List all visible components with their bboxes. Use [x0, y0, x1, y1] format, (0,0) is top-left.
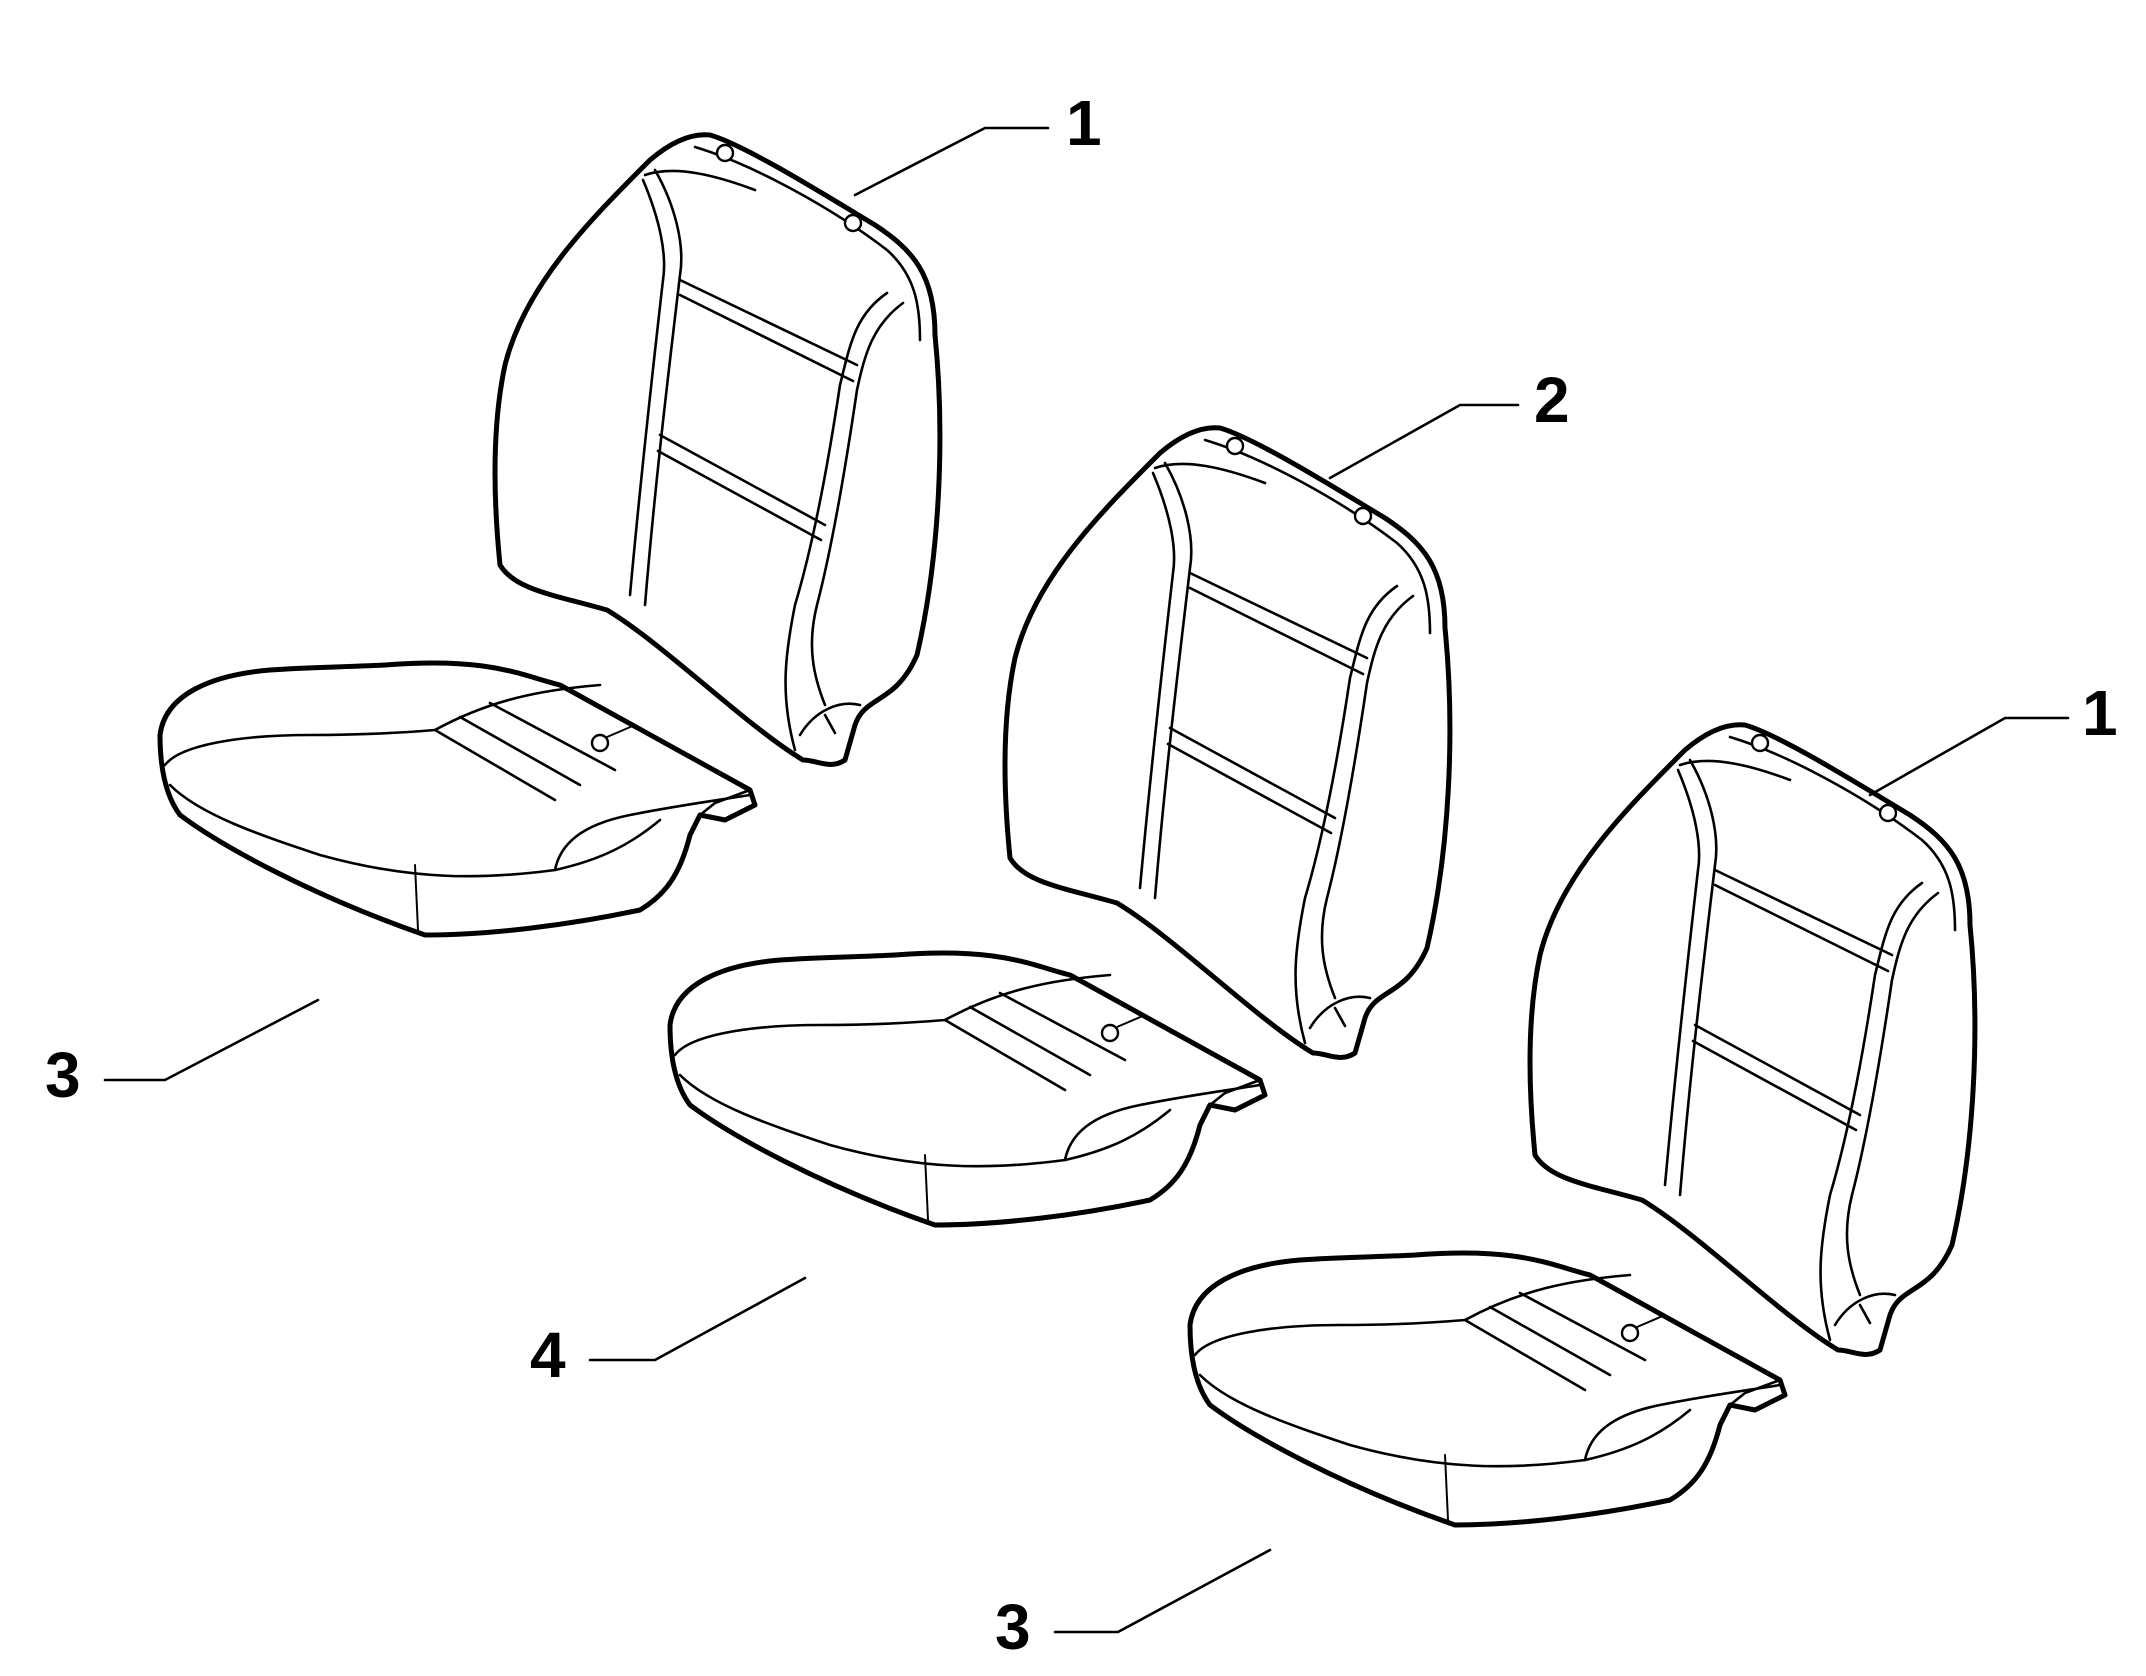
- callout-backrest-right: 1: [2082, 677, 2118, 749]
- backrest-cover-center: [1005, 428, 1450, 1058]
- cushion-cover-center: [670, 953, 1265, 1225]
- callout-backrest-center: 2: [1534, 364, 1570, 436]
- leader-line-backrest-right: [1868, 716, 2070, 797]
- leader-line-backrest-center: [1328, 403, 1520, 480]
- backrest-cover-left: [495, 135, 940, 765]
- callout-cushion-left: 3: [45, 1039, 81, 1111]
- callout-cushion-center: 4: [530, 1319, 566, 1391]
- leader-line-cushion-center: [588, 1276, 807, 1362]
- callout-cushion-right: 3: [995, 1591, 1031, 1663]
- leader-line-cushion-right: [1053, 1548, 1272, 1634]
- cushion-cover-right: [1190, 1253, 1785, 1525]
- backrest-cover-right: [1530, 725, 1975, 1355]
- leader-line-cushion-left: [103, 998, 320, 1082]
- cushion-cover-left: [160, 663, 755, 935]
- callout-backrest-left: 1: [1066, 87, 1102, 159]
- leader-line-backrest-left: [853, 126, 1050, 197]
